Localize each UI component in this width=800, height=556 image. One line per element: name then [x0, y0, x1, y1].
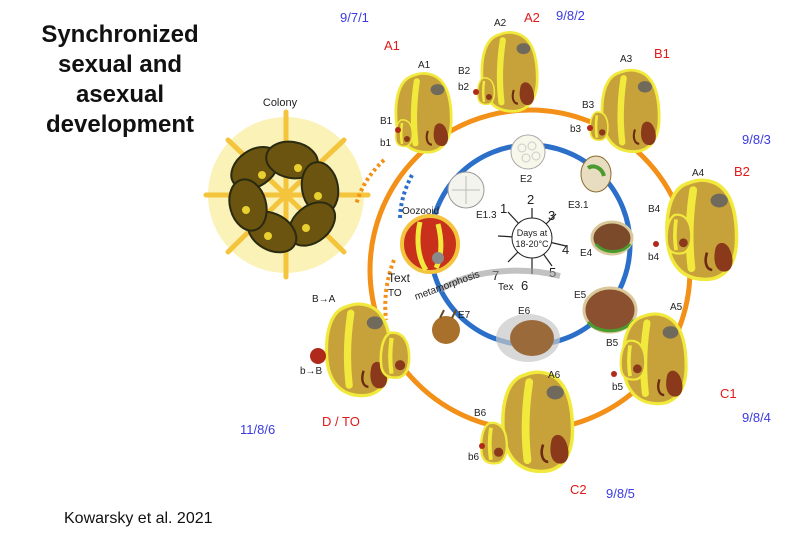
- svg-text:TO: TO: [388, 288, 402, 299]
- embryo-E3-1: E3.1: [568, 155, 612, 211]
- clock-number-2: 2: [527, 192, 534, 207]
- svg-text:B6: B6: [474, 408, 487, 419]
- stage-C1: C1: [720, 386, 737, 401]
- stage-B2: B2: [734, 164, 750, 179]
- svg-text:B1: B1: [380, 116, 393, 127]
- svg-text:E1.3: E1.3: [476, 210, 497, 221]
- svg-text:b4: b4: [648, 252, 660, 263]
- svg-text:A5: A5: [670, 302, 683, 313]
- bud-b4: [653, 241, 659, 247]
- stage-C2: C2: [570, 482, 587, 497]
- oozooid-label: Oozooid: [402, 206, 439, 217]
- title-line-3: asexual: [75, 81, 165, 108]
- bud-b3: [587, 125, 593, 131]
- bud-B4: [664, 212, 694, 256]
- svg-text:B→A: B→A: [312, 294, 336, 305]
- svg-text:B4: B4: [648, 204, 661, 215]
- oozooid-connector: [398, 174, 414, 221]
- zooid-A6: [503, 372, 573, 471]
- embryo-E7: E7: [432, 309, 471, 344]
- embryo-E5: E5: [574, 286, 638, 334]
- tex-label: Tex: [498, 282, 514, 293]
- metamorphosis-arrow: [438, 267, 561, 293]
- bud-b2: [473, 89, 479, 95]
- svg-text:E6: E6: [518, 306, 531, 317]
- date-9-8-3: 9/8/3: [742, 132, 771, 147]
- date-9-7-1: 9/7/1: [340, 10, 369, 25]
- svg-text:A6: A6: [548, 370, 561, 381]
- title-line-2: sexual and: [57, 51, 183, 78]
- svg-text:A2: A2: [494, 18, 507, 29]
- bud-b1: [395, 127, 401, 133]
- stage-A1: A1: [384, 38, 400, 53]
- embryo-E4: E4: [580, 220, 634, 259]
- slide-title: Synchronized sexual and asexual developm…: [20, 20, 220, 140]
- svg-text:B5: B5: [606, 338, 619, 349]
- embryo-E2: E2: [510, 134, 546, 185]
- citation: Kowarsky et al. 2021: [64, 510, 213, 527]
- bud-b6: [479, 443, 485, 449]
- clock-number-1: 1: [500, 201, 507, 216]
- oozooid-illustration: Oozooid: [400, 206, 460, 274]
- stage-A2: A2: [524, 10, 540, 25]
- svg-text:E7: E7: [458, 310, 471, 321]
- svg-text:b3: b3: [570, 124, 582, 135]
- date-9-8-2: 9/8/2: [556, 8, 585, 23]
- takeover-connector: [383, 259, 396, 321]
- clock-line-1: Days at: [517, 228, 548, 238]
- svg-text:b2: b2: [458, 82, 470, 93]
- zooid-TO: [381, 333, 409, 378]
- zooid-A3: [602, 70, 659, 151]
- svg-text:b→B: b→B: [300, 366, 323, 377]
- stage-D-TO: D / TO: [322, 414, 360, 429]
- bud-B3: [588, 110, 610, 142]
- bud-b-to-B: [310, 348, 326, 364]
- text-label: Text: [388, 271, 411, 285]
- date-9-8-5: 9/8/5: [606, 486, 635, 501]
- svg-text:E4: E4: [580, 248, 593, 259]
- svg-text:B2: B2: [458, 66, 471, 77]
- svg-text:B3: B3: [582, 100, 595, 111]
- stage-B1: B1: [654, 46, 670, 61]
- colony-label: Colony: [263, 97, 298, 109]
- title-line-4: development: [45, 111, 195, 138]
- svg-text:E3.1: E3.1: [568, 200, 589, 211]
- svg-text:b5: b5: [612, 382, 624, 393]
- clock-number-7: 7: [492, 268, 499, 283]
- embryo-E1-3: E1.3: [447, 171, 497, 221]
- svg-text:A1: A1: [418, 60, 431, 71]
- date-9-8-4: 9/8/4: [742, 410, 771, 425]
- bud-B6: [479, 420, 509, 466]
- bud-b5: [611, 371, 617, 377]
- date-11-8-6: 11/8/6: [240, 422, 275, 437]
- colony-connector: [354, 158, 386, 206]
- svg-text:b1: b1: [380, 138, 392, 149]
- bud-B5: [618, 338, 648, 382]
- clock-line-2: 18-20°C: [515, 239, 549, 249]
- svg-text:E5: E5: [574, 290, 587, 301]
- days-clock: Days at 18-20°C 1 2 3 4 5 6 7: [492, 192, 569, 293]
- colony-illustration: Colony: [203, 97, 371, 280]
- clock-number-3: 3: [548, 208, 555, 223]
- clock-number-4: 4: [562, 242, 569, 257]
- svg-text:E2: E2: [520, 174, 533, 185]
- embryo-E6: E6: [496, 306, 560, 362]
- title-line-1: Synchronized: [41, 21, 199, 48]
- clock-number-6: 6: [521, 278, 528, 293]
- bud-B1: [394, 118, 414, 148]
- svg-text:A4: A4: [692, 168, 705, 179]
- svg-text:b6: b6: [468, 452, 480, 463]
- svg-text:A3: A3: [620, 54, 633, 65]
- bud-B2: [476, 76, 496, 106]
